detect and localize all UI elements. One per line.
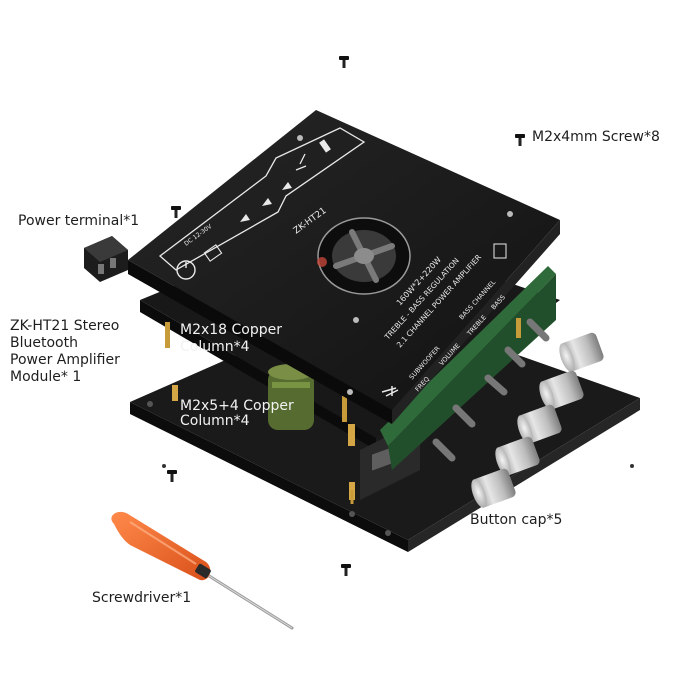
- label-column-m2x18-line1: M2x18 Copper: [180, 322, 283, 338]
- button-caps: [471, 332, 604, 508]
- fan-icon: [317, 217, 411, 295]
- label-module-line3: Power Amplifier: [10, 352, 120, 368]
- label-column-m2x18-line2: Column*4: [180, 339, 250, 355]
- knob-cap-icon: [495, 436, 540, 476]
- knob-cap-icon: [471, 468, 516, 508]
- label-button-cap: Button cap*5: [470, 512, 563, 528]
- label-power-terminal: Power terminal*1: [18, 213, 140, 229]
- knob-shafts: [432, 318, 550, 462]
- label-screwdriver: Screwdriver*1: [92, 590, 192, 606]
- knob-cap-icon: [559, 332, 604, 372]
- input-icons: [203, 139, 331, 262]
- board-logo-mark: [493, 243, 507, 259]
- label-module-line4: Module* 1: [10, 369, 82, 385]
- label-column-m2x5-line2: Column*4: [180, 413, 250, 429]
- knob-board: [380, 266, 556, 470]
- label-column-m2x5-line1: M2x5+4 Copper: [180, 398, 294, 414]
- top-cover: ZK-HT21 DC 12-30V 160W*2+220W TREBLE - B…: [128, 110, 560, 424]
- label-screw-m2x4: M2x4mm Screw*8: [532, 129, 660, 145]
- power-terminal-icon: [84, 236, 128, 282]
- power-button-icon: [176, 260, 196, 280]
- bluetooth-icon: [381, 386, 399, 397]
- copper-columns-upper: [165, 318, 521, 422]
- knob-cap-icon: [539, 370, 584, 410]
- knob-cap-icon: [517, 404, 562, 444]
- label-module-line2: Bluetooth: [10, 335, 78, 351]
- label-module-line1: ZK-HT21 Stereo: [10, 318, 120, 334]
- screwdriver-icon: [111, 511, 294, 630]
- screw-icon: [162, 56, 634, 576]
